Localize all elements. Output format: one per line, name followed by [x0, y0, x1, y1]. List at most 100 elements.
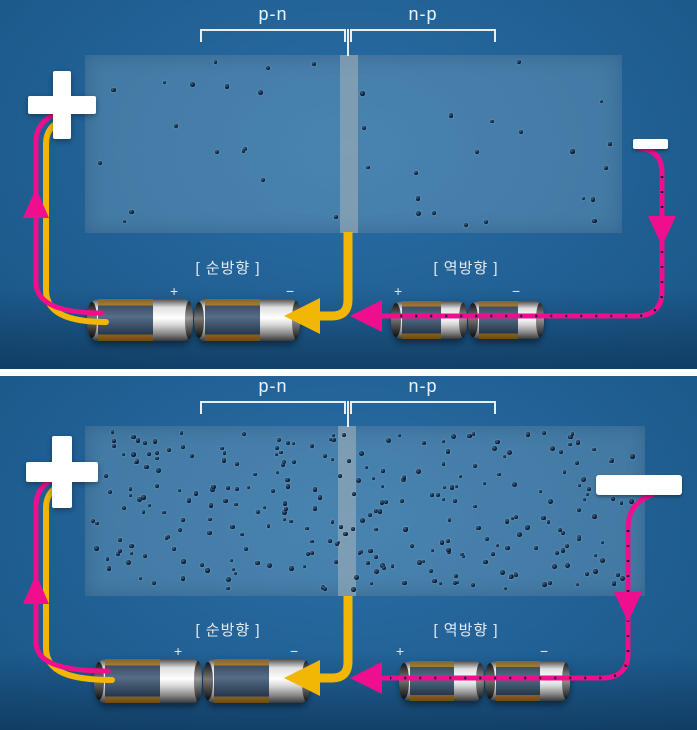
carrier-dot [592, 218, 597, 223]
carrier-dot [156, 467, 161, 473]
battery-label-band [479, 301, 518, 339]
carrier-dot [476, 525, 481, 531]
current-arrow-up-icon [23, 574, 49, 604]
carrier-dot [592, 447, 596, 452]
carrier-dot [285, 477, 291, 483]
carrier-dot [281, 463, 285, 468]
carrier-dots-layer [85, 426, 645, 596]
battery-ring [302, 660, 310, 702]
semiconductor-block [85, 55, 622, 233]
carrier-dot [517, 531, 523, 537]
carrier-dot [539, 489, 543, 493]
carrier-dot [441, 498, 445, 502]
carrier-dot [126, 559, 132, 565]
carrier-dot [266, 524, 271, 529]
carrier-dot [374, 554, 379, 559]
battery-pair-reverse [391, 301, 544, 339]
carrier-dot [593, 569, 598, 574]
carrier-dot [289, 566, 294, 571]
carrier-dot [193, 491, 199, 496]
carrier-dot [241, 149, 246, 153]
carrier-dot [442, 485, 446, 490]
carrier-dot [235, 462, 240, 466]
carrier-dot [189, 453, 194, 458]
carrier-dot [366, 166, 370, 170]
carrier-dot [541, 515, 546, 520]
carrier-dot [364, 465, 369, 469]
carrier-dot [445, 449, 451, 454]
wire-yellow-junction [320, 596, 353, 683]
carrier-dot [565, 543, 570, 548]
carrier-dot [97, 161, 103, 166]
negative-terminal-symbol [633, 139, 668, 149]
carrier-dot [604, 166, 608, 170]
carrier-dot [415, 468, 421, 474]
carrier-dot [414, 171, 419, 176]
carrier-dot [471, 582, 476, 587]
carrier-dot [334, 215, 339, 220]
wire-yellow-junction [320, 232, 353, 321]
carrier-dot [358, 451, 364, 456]
carrier-dot [576, 582, 580, 586]
carrier-dot [511, 482, 517, 488]
battery-cap [399, 663, 409, 699]
carrier-dot [233, 571, 237, 575]
carrier-dot [339, 525, 343, 529]
carrier-dot [112, 439, 117, 443]
carrier-dot [338, 474, 342, 478]
carrier-dot [438, 581, 442, 585]
carrier-dot [575, 440, 580, 445]
semiconductor-block [85, 426, 645, 596]
carrier-dot [225, 586, 230, 591]
carrier-dot [500, 569, 506, 575]
carrier-dot [147, 452, 151, 457]
carrier-dot [162, 80, 167, 85]
carrier-dot [415, 195, 421, 201]
carrier-dot [180, 518, 185, 522]
carrier-dot [330, 458, 334, 462]
carrier-dot [177, 488, 182, 493]
battery-plus-mark: + [394, 283, 403, 299]
carrier-dot [451, 433, 457, 439]
carrier-dot [128, 493, 133, 498]
carrier-dots-layer [85, 55, 622, 233]
carrier-dot [138, 576, 143, 581]
carrier-dot [129, 543, 134, 548]
carrier-dot [232, 567, 236, 571]
carrier-dot [453, 573, 458, 578]
carrier-dot [560, 548, 566, 553]
current-arrow-up-icon [23, 188, 49, 218]
carrier-dot [461, 554, 466, 559]
carrier-dot [215, 150, 220, 155]
carrier-dot [502, 454, 507, 459]
carrier-dot [292, 460, 297, 465]
carrier-dot [547, 520, 551, 524]
carrier-dot [274, 445, 280, 451]
carrier-dot [351, 587, 356, 592]
carrier-dot [516, 59, 521, 64]
carrier-dot [117, 548, 122, 553]
carrier-dot [205, 568, 210, 573]
carrier-dot [430, 548, 435, 553]
battery-minus-mark: − [512, 283, 521, 299]
battery-label-band [496, 661, 540, 701]
carrier-dot [107, 489, 113, 495]
carrier-dot [475, 149, 480, 155]
battery-ring [292, 300, 300, 340]
carrier-dot [143, 441, 147, 445]
carrier-dot [509, 575, 513, 579]
carrier-dot [428, 569, 433, 574]
carrier-dot [384, 500, 389, 505]
positive-terminal-symbol [26, 436, 98, 508]
carrier-dot [581, 476, 587, 482]
carrier-dot [174, 124, 179, 129]
carrier-dot [441, 462, 446, 466]
carrier-dot [409, 543, 414, 548]
battery-cap [468, 303, 478, 337]
carrier-dot [172, 547, 176, 551]
carrier-dot [129, 551, 134, 556]
carrier-dot [328, 539, 333, 544]
carrier-dot [548, 581, 553, 585]
carrier-dot [254, 560, 260, 566]
battery-plus-mark: + [170, 283, 179, 299]
